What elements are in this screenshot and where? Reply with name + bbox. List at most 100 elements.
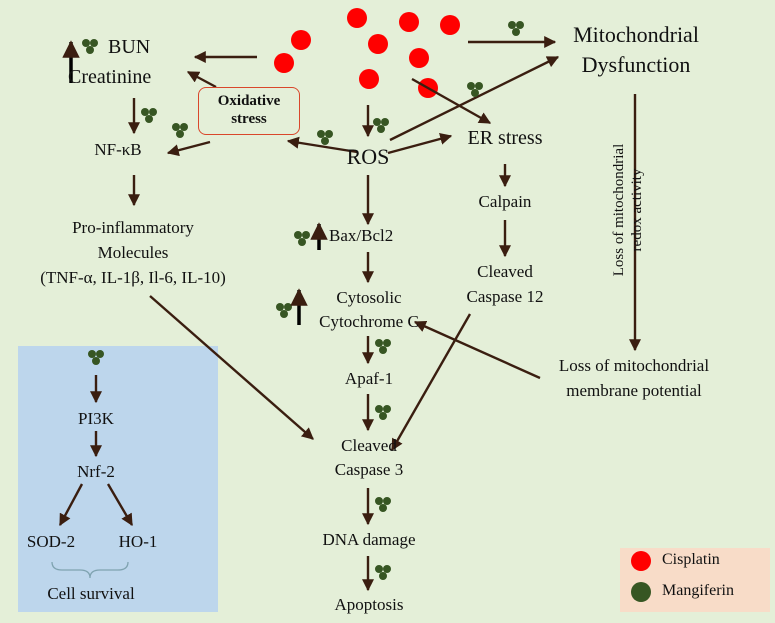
creatinine-label: Creatinine <box>68 66 152 88</box>
caspase12-label: Caspase 12 <box>466 287 544 306</box>
cisplatin-dot <box>399 12 419 32</box>
caspase3-label: Caspase 3 <box>334 460 404 479</box>
membrane-potential-label-2: membrane potential <box>566 381 702 400</box>
mangiferin-dot <box>317 130 325 138</box>
mangiferin-dot <box>180 123 188 131</box>
mito-dysfunction-label: Mitochondrial <box>573 22 699 47</box>
mangiferin-dot <box>284 303 292 311</box>
cisplatin-dot <box>409 48 429 68</box>
mangiferin-dot <box>383 339 391 347</box>
mangiferin-dot <box>471 89 479 97</box>
mangiferin-dot <box>302 231 310 239</box>
cisplatin-dots <box>274 8 460 98</box>
mangiferin-dot <box>379 504 387 512</box>
pathway-arrow <box>413 320 541 380</box>
mangiferin-dot <box>82 39 90 47</box>
dna-damage-label: DNA damage <box>322 530 416 549</box>
mangiferin-dot <box>383 405 391 413</box>
cytokines-label: (TNF-α, IL-1β, Il-6, IL-10) <box>40 268 226 287</box>
mangiferin-dot <box>383 565 391 573</box>
mangiferin-dot <box>141 108 149 116</box>
redox-activity-label: Loss of mitochondrial redox activity <box>611 143 645 277</box>
mangiferin-icon <box>172 123 188 138</box>
mangiferin-icon <box>317 130 333 145</box>
mangiferin-icon <box>88 350 104 365</box>
cytochrome-c-label: Cytochrome C <box>319 312 419 331</box>
mangiferin-dot <box>475 82 483 90</box>
mangiferin-dot <box>96 350 104 358</box>
mangiferin-icon <box>141 108 157 123</box>
pathway-arrow <box>387 133 453 155</box>
mangiferin-dot <box>381 118 389 126</box>
nrf2-label: Nrf-2 <box>77 462 115 481</box>
mangiferin-dot <box>379 412 387 420</box>
pathway-arrows <box>58 36 641 592</box>
mangiferin-dot <box>276 303 284 311</box>
cisplatin-dot <box>368 34 388 54</box>
calpain-label: Calpain <box>478 192 532 211</box>
bax-bcl2-label: Bax/Bcl2 <box>329 226 394 245</box>
mangiferin-dot <box>88 350 96 358</box>
cell-survival-panel <box>18 346 218 612</box>
mangiferin-icon <box>276 303 292 318</box>
mangiferin-dot <box>294 231 302 239</box>
mangiferin-icon <box>82 39 98 54</box>
bun-label: BUN <box>108 36 151 58</box>
mangiferin-dot <box>90 39 98 47</box>
mangiferin-dot <box>467 82 475 90</box>
apaf1-label: Apaf-1 <box>344 369 394 388</box>
mangiferin-dot <box>375 565 383 573</box>
pro-inflammatory-molecules-label: Molecules <box>97 243 169 262</box>
mangiferin-dot <box>172 123 180 131</box>
pathway-arrow <box>106 483 134 527</box>
mangiferin-dot <box>373 118 381 126</box>
ho1-label: HO-1 <box>118 532 158 551</box>
er-stress-label: ER stress <box>467 127 543 149</box>
mangiferin-dot <box>325 130 333 138</box>
mangiferin-icon <box>375 339 391 354</box>
mangiferin-icon <box>467 82 483 97</box>
cisplatin-dot <box>291 30 311 50</box>
pathway-arrow <box>186 70 217 89</box>
cisplatin-dot <box>347 8 367 28</box>
cisplatin-dot <box>440 15 460 35</box>
mangiferin-dot <box>375 405 383 413</box>
oxidative-stress-label: Oxidative stress <box>217 93 281 127</box>
sod2-label: SOD-2 <box>26 532 76 551</box>
pi3k-label: PI3K <box>78 409 114 428</box>
oxidative-stress-box: Oxidative stress <box>198 87 300 135</box>
legend-mangiferin-icon <box>631 582 651 602</box>
mangiferin-dot <box>375 339 383 347</box>
membrane-potential-label: Loss of mitochondrial <box>558 356 710 375</box>
mangiferin-dot <box>379 346 387 354</box>
mangiferin-dot <box>176 130 184 138</box>
pathway-arrow <box>149 295 314 440</box>
mangiferin-dot <box>377 125 385 133</box>
mangiferin-icon <box>375 565 391 580</box>
mangiferin-dot <box>86 46 94 54</box>
pro-inflammatory-label: Pro-inflammatory <box>72 218 194 237</box>
cell-survival-label: Cell survival <box>47 584 135 603</box>
mangiferin-dot <box>149 108 157 116</box>
mangiferin-icon <box>294 231 310 246</box>
mangiferin-dot <box>375 497 383 505</box>
mangiferin-dot <box>92 357 100 365</box>
cisplatin-dot <box>274 53 294 73</box>
mangiferin-dot <box>321 137 329 145</box>
mangiferin-markers <box>82 21 524 580</box>
cytosolic-label: Cytosolic <box>336 288 402 307</box>
mangiferin-dot <box>383 497 391 505</box>
mangiferin-icon <box>375 405 391 420</box>
ros-label: ROS <box>346 144 390 169</box>
cell-survival-brace <box>51 561 129 579</box>
mangiferin-dot <box>512 28 520 36</box>
pathway-arrow <box>389 55 560 142</box>
mangiferin-dot <box>508 21 516 29</box>
legend-cisplatin-icon <box>631 551 651 571</box>
pathway-arrow <box>58 483 84 527</box>
mangiferin-dot <box>145 115 153 123</box>
pathway-arrow <box>390 313 472 452</box>
apoptosis-label: Apoptosis <box>334 595 404 614</box>
